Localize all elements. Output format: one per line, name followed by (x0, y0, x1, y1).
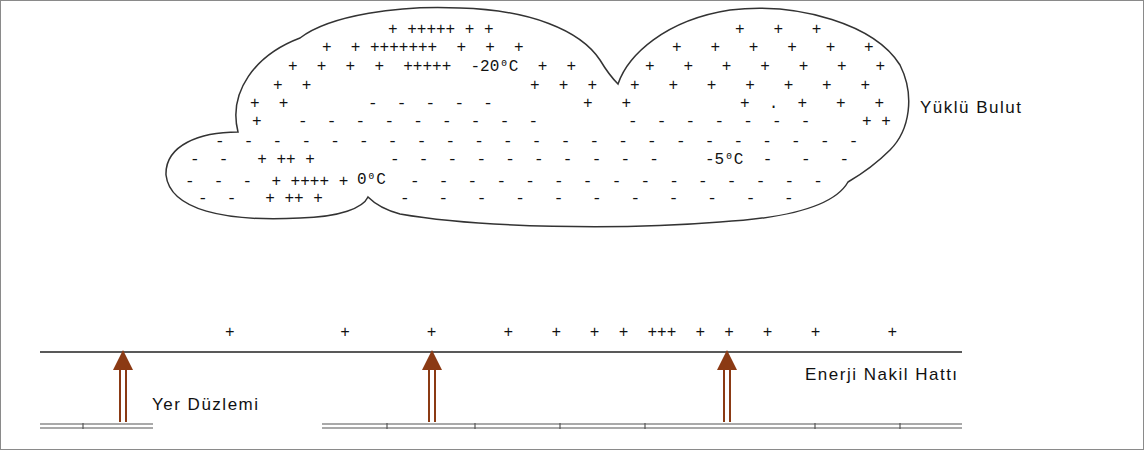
charge-row: + + (583, 95, 631, 113)
ground-plane (40, 423, 962, 429)
charge-row: + + +++++++ + + + (322, 39, 524, 57)
charge-row: + + + (735, 21, 821, 39)
charge-row: - - + ++ + (190, 151, 315, 169)
charge-row: - - - + ++++ + (185, 173, 348, 191)
charge-row: - - - - - - - - - - - - - - - (410, 173, 823, 191)
charge-row: + + (250, 95, 288, 113)
charge-row: + . + + + (740, 95, 884, 113)
charge-row: -5⁰C - - - (705, 151, 849, 169)
line-label: Enerji Nakil Hattı (805, 364, 959, 386)
charge-row: - - - - - (368, 95, 493, 113)
transmission-line (40, 351, 962, 353)
induced-charges: + + + + + + + +++ + + + + + (225, 324, 897, 342)
charge-row: - - + ++ + (198, 190, 323, 208)
ground-label: Yer Düzlemi (152, 394, 260, 416)
charge-row: - - - - - - - - - - - (400, 190, 794, 208)
charge-row: + + + + + + + (645, 58, 885, 76)
charge-row: + + + (530, 77, 597, 95)
charge-row: + + (273, 77, 311, 95)
charge-row: - - - - - - - - - - - - - - - - - - - - … (215, 133, 858, 151)
charged-cloud: + +++++ + ++ + ++ + +++++++ + + ++ + + +… (160, 0, 920, 235)
charge-row: - - - - - - - - - (298, 113, 538, 131)
charge-row: + + + + + + + (630, 77, 870, 95)
cloud-label: Yüklü Bulut (920, 97, 1023, 119)
charge-row: + (252, 113, 262, 131)
charge-row: + +++++ + + (388, 21, 494, 39)
charge-row: + + + + +++++ -20⁰C + + (288, 58, 576, 76)
charge-row: + + + + + + (672, 39, 874, 57)
charge-row: - - - - - - - - - - (390, 151, 659, 169)
charge-row: + + (862, 113, 891, 131)
charge-row: - - - - - - - (628, 113, 810, 131)
induction-arrows (113, 350, 737, 422)
charge-row: 0⁰C (357, 171, 386, 189)
